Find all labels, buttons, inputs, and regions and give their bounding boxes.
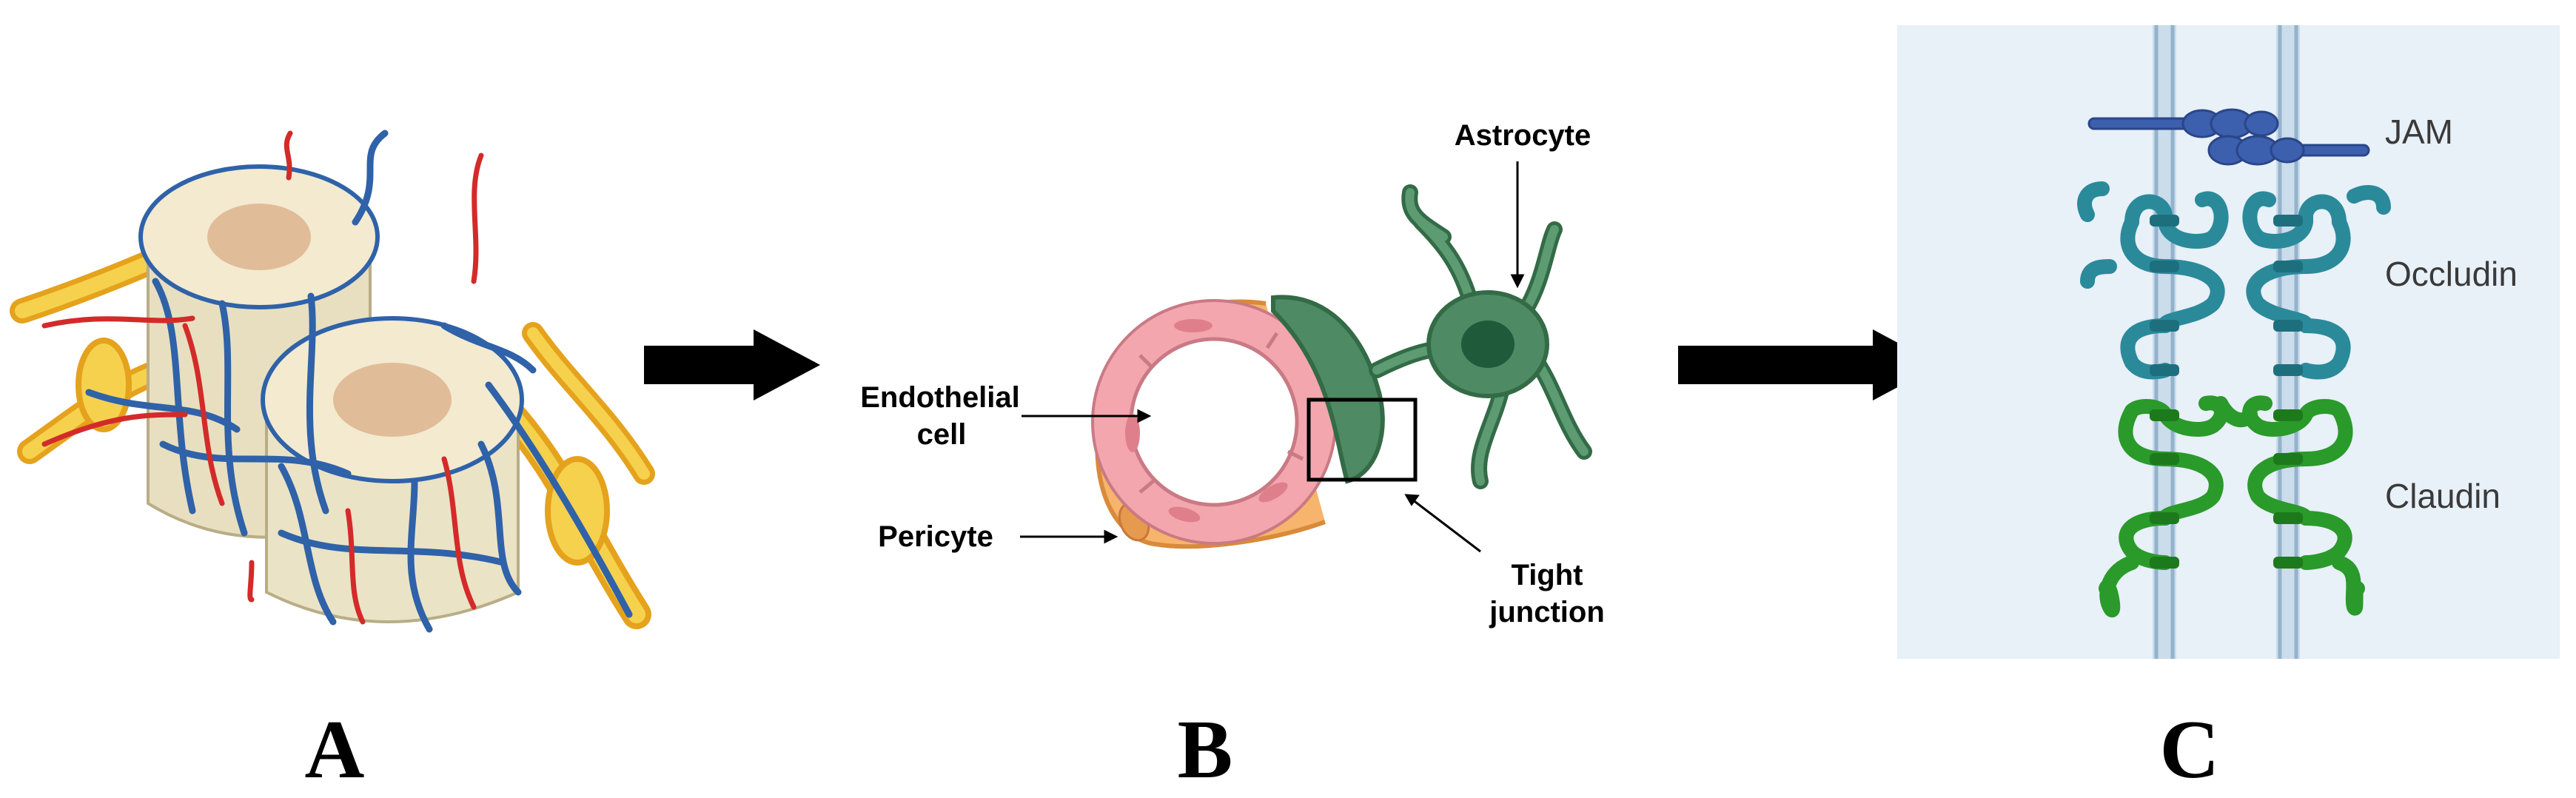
panel-c-tight-junction-proteins: JAM Occludin Claudin <box>1897 25 2560 659</box>
cell-membranes <box>2153 25 2300 659</box>
jam-proteins <box>2087 108 2370 166</box>
occludin-membrane-segments <box>2150 215 2303 376</box>
astrocyte <box>1271 184 1592 489</box>
pericyte-label: Pericyte <box>878 520 993 553</box>
jam-label: JAM <box>2385 113 2453 151</box>
nerve-roots <box>10 232 655 629</box>
panel-a-spinal-cord-illustration <box>10 130 655 633</box>
endothelial-cell-ring <box>1093 301 1335 543</box>
cord-lower-segment <box>261 316 524 623</box>
tight-junction-label-line1: Tight <box>1511 559 1583 591</box>
claudin-label: Claudin <box>2385 477 2500 515</box>
panel-b-vessel-cross-section: Astrocyte Endothelial cell Pericyte Tigh… <box>860 119 1605 628</box>
tight-junction-label-line2: junction <box>1489 596 1605 628</box>
endothelial-nuclei <box>1125 319 1288 523</box>
endothelial-label-line2: cell <box>917 418 967 451</box>
astrocyte-label: Astrocyte <box>1455 119 1591 152</box>
veins <box>85 130 633 633</box>
arteries <box>41 130 484 625</box>
endothelial-label-line1: Endothelial <box>860 381 1020 414</box>
occludin-label: Occludin <box>2385 255 2518 293</box>
astrocyte-nucleus <box>1461 321 1515 368</box>
claudin-membrane-segments <box>2150 409 2303 569</box>
panel-letter-c: C <box>2160 704 2220 796</box>
arrow-a-to-b <box>644 329 820 400</box>
tight-junction-highlight-box <box>1307 398 1418 482</box>
panel-letter-a: A <box>305 704 365 796</box>
label-pointers <box>1020 161 1525 553</box>
endothelial-cell-junctions <box>1138 332 1304 494</box>
claudin-proteins <box>2099 395 2365 617</box>
panel-letter-b: B <box>1178 704 1233 796</box>
